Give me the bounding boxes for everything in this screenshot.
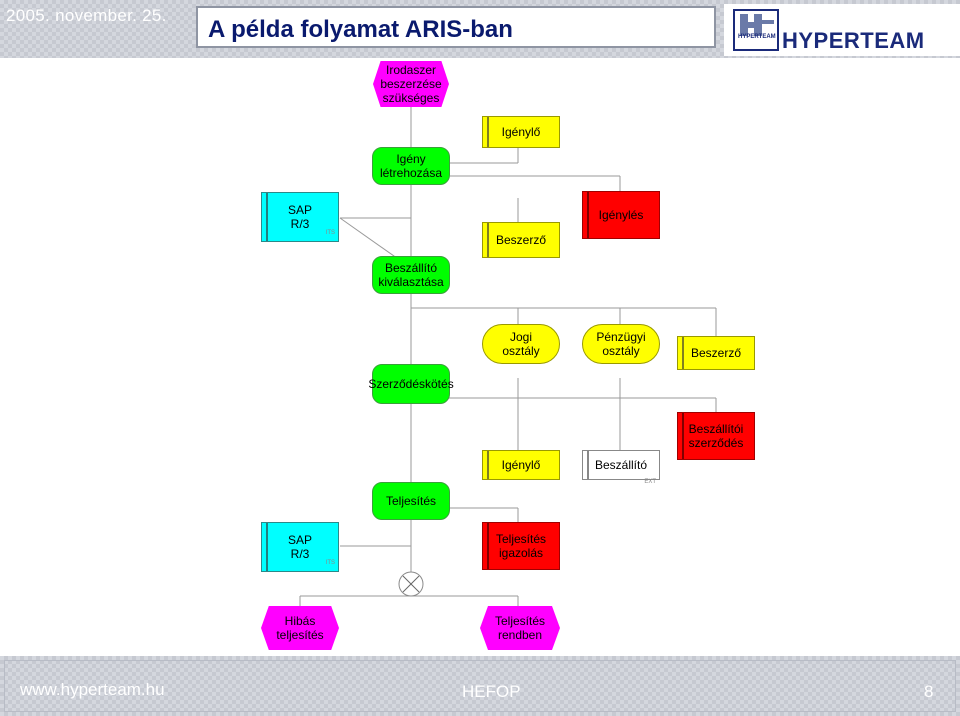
- role-beszerzo-1: Beszerző: [482, 222, 560, 258]
- func-szerzodeskotes: Szerződéskötés: [368, 364, 454, 404]
- footer-center-text: HEFOP: [462, 682, 521, 701]
- role-beszerzo-1-label: Beszerző: [495, 233, 547, 247]
- doc-teljesites-igazolas: Teljesítés igazolás: [482, 522, 560, 570]
- title-box: A példa folyamat ARIS-ban: [196, 6, 716, 48]
- event-irodaszer: Irodaszer beszerzése szükséges: [373, 61, 449, 107]
- func-szerzodes-label: Szerződéskötés: [368, 377, 454, 391]
- footer-url: www.hyperteam.hu: [20, 680, 165, 699]
- header-date: 2005. november. 25.: [6, 6, 167, 25]
- connector-lines: [299, 106, 717, 606]
- footer-page-number: 8: [924, 682, 934, 701]
- doc-beszallitoi-label: Beszállítói szerződés: [688, 422, 744, 450]
- doc-teljesites-igazolas-label: Teljesítés igazolás: [495, 532, 547, 560]
- page-title: A példa folyamat ARIS-ban: [208, 16, 513, 43]
- doc-beszallitoi-szerzodes: Beszállítói szerződés: [677, 412, 755, 460]
- doc-igenyles-label: Igénylés: [598, 208, 644, 222]
- system-sap-r3-1: SAP R/3 ITS: [261, 192, 339, 242]
- process-diagram: Irodaszer beszerzése szükséges Igénylő I…: [0, 58, 960, 656]
- role-igenylo-2: Igénylő: [482, 450, 560, 480]
- role-beszerzo-2-label: Beszerző: [690, 346, 742, 360]
- doc-igenyles: Igénylés: [582, 191, 660, 239]
- logo-text: HYPERTEAM: [782, 28, 925, 53]
- event-hibas-label: Hibás teljesítés: [276, 614, 324, 642]
- org-jogi-label: Jogi osztály: [502, 330, 540, 358]
- system-sap-r3-2: SAP R/3 ITS: [261, 522, 339, 572]
- role-igenylo-1-label: Igénylő: [501, 125, 541, 139]
- footer-bar: www.hyperteam.hu HEFOP 8: [0, 656, 960, 716]
- role-igenylo-2-label: Igénylő: [501, 458, 541, 472]
- system-tag-1: ITS: [325, 230, 335, 236]
- header-bar: 2005. november. 25. A példa folyamat ARI…: [0, 0, 960, 58]
- system-sap-2-label: SAP R/3: [287, 533, 312, 561]
- org-jogi-osztaly: Jogi osztály: [482, 324, 560, 364]
- role-beszallito: Beszállító EXT: [582, 450, 660, 485]
- system-sap-1-label: SAP R/3: [287, 203, 312, 231]
- event-rendben-label: Teljesítés rendben: [494, 614, 546, 642]
- event-teljesites-rendben: Teljesítés rendben: [480, 606, 560, 650]
- role-igenylo-1: Igénylő: [482, 116, 560, 148]
- func-beszallito-kivalasztasa: Beszállító kiválasztása: [372, 256, 450, 294]
- func-igeny-letrehozasa: Igény létrehozása: [372, 147, 450, 185]
- footer-frame: [4, 660, 956, 712]
- func-teljesites-label: Teljesítés: [385, 494, 437, 508]
- org-penzugyi-label: Pénzügyi osztály: [596, 330, 646, 358]
- func-teljesites: Teljesítés: [372, 482, 450, 520]
- system-tag-2: ITS: [325, 560, 335, 566]
- event-irodaszer-label: Irodaszer beszerzése szükséges: [380, 63, 442, 105]
- role-beszerzo-2: Beszerző: [677, 336, 755, 370]
- func-igeny-label: Igény létrehozása: [379, 152, 443, 180]
- hyperteam-logo-mark-icon: [733, 9, 779, 51]
- ext-tag: EXT: [644, 479, 656, 485]
- logo-mark-text: HYPERTEAM: [738, 34, 776, 40]
- func-beszallito-label: Beszállító kiválasztása: [378, 261, 444, 289]
- event-hibas-teljesites: Hibás teljesítés: [261, 606, 339, 650]
- role-beszallito-label: Beszállító: [594, 458, 648, 472]
- hyperteam-logo: HYPERTEAM HYPERTEAM: [724, 4, 960, 56]
- org-penzugyi-osztaly: Pénzügyi osztály: [582, 324, 660, 364]
